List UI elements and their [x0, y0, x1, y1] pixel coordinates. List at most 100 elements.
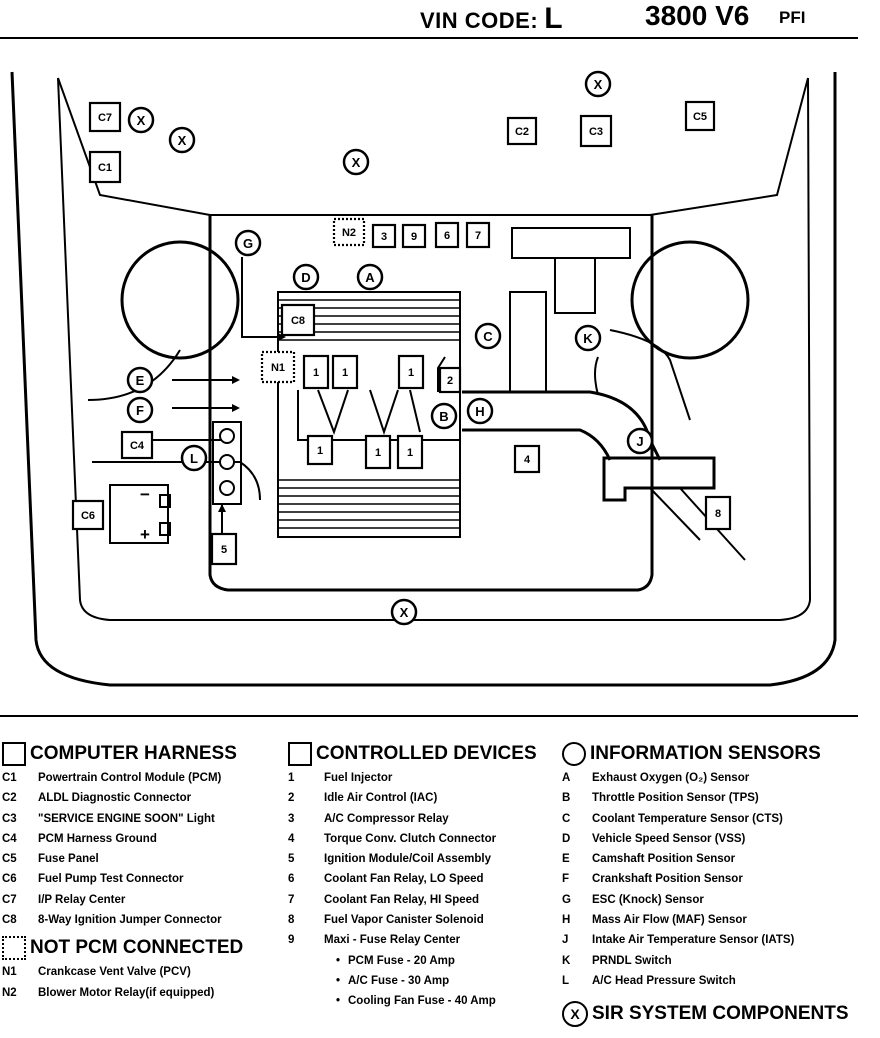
legend-text: ALDL Diagnostic Connector: [38, 792, 192, 805]
fuel-label: PFI: [779, 8, 806, 27]
legend-text: Blower Motor Relay(if equipped): [38, 986, 215, 999]
legend-key: 5: [288, 853, 295, 866]
sensor-label: L: [190, 451, 198, 466]
sensor-marker: A: [356, 263, 384, 291]
component-box: 2: [438, 366, 462, 394]
page-header: VIN CODE:L 3800 V6 PFI: [0, 0, 880, 38]
component-box: 1: [302, 354, 330, 390]
component-label: C7: [98, 112, 112, 124]
legend-title: CONTROLLED DEVICES: [288, 742, 537, 766]
sensor-label: D: [301, 270, 310, 285]
legend-item: •Cooling Fan Fuse - 40 Amp: [288, 991, 537, 1011]
square-icon: [288, 742, 312, 766]
component-label: 3: [381, 231, 387, 243]
sensor-label: K: [583, 331, 593, 346]
sensor-label: J: [636, 434, 643, 449]
sensor-label: G: [243, 236, 253, 251]
component-box: 9: [401, 223, 427, 249]
component-label: 5: [221, 544, 227, 556]
sensor-label: C: [483, 329, 493, 344]
component-box: 4: [513, 444, 541, 474]
sensor-label: E: [136, 373, 145, 388]
legend-text: A/C Fuse - 30 Amp: [348, 974, 450, 987]
component-label: C2: [515, 126, 529, 138]
legend-key: 7: [288, 893, 295, 906]
component-box: N1: [260, 350, 296, 384]
legend-text: Throttle Position Sensor (TPS): [592, 792, 759, 805]
legend-key: •: [335, 995, 340, 1008]
sensor-marker: X: [390, 598, 418, 626]
component-label: 7: [475, 230, 481, 242]
legend-item: 9 Maxi - Fuse Relay Center: [288, 930, 537, 950]
component-label: 1: [342, 367, 348, 379]
component-box: C2: [506, 116, 538, 146]
legend-key: C2: [2, 792, 17, 805]
legend-text: Camshaft Position Sensor: [592, 853, 736, 866]
legend-text: Fuel Vapor Canister Solenoid: [324, 914, 484, 927]
legend-key: 9: [288, 934, 295, 947]
square-icon: [2, 742, 26, 766]
legend-text: ESC (Knock) Sensor: [592, 893, 704, 906]
legend-text: "SERVICE ENGINE SOON" Light: [38, 812, 215, 825]
component-box: 3: [371, 223, 397, 249]
sensor-label: X: [400, 605, 409, 620]
legend-text: PCM Fuse - 20 Amp: [348, 954, 455, 967]
legend-text: Powertrain Control Module (PCM): [38, 772, 222, 784]
x-circle-icon: X: [562, 1001, 588, 1028]
component-box: C3: [579, 114, 613, 148]
legend-text: I/P Relay Center: [38, 893, 126, 906]
legend-key: G: [562, 893, 571, 906]
legend-text: Mass Air Flow (MAF) Sensor: [592, 914, 747, 927]
sensor-marker: X: [342, 148, 370, 176]
component-box: 5: [210, 532, 238, 566]
right-strut-tower: [630, 240, 750, 360]
component-label: 1: [408, 367, 414, 379]
component-box: 8: [704, 495, 732, 531]
component-box: C8: [280, 303, 316, 337]
legend-key: •: [335, 974, 340, 987]
sensor-label: F: [136, 403, 144, 418]
sensor-marker: C: [474, 322, 502, 350]
sensor-marker: H: [466, 397, 494, 425]
engine-label: 3800 V6: [645, 0, 750, 31]
component-box: C5: [684, 100, 716, 132]
body-outline: [10, 71, 837, 687]
sensor-marker: D: [292, 263, 320, 291]
legend-title: COMPUTER HARNESS: [2, 742, 243, 766]
sensor-marker: E: [126, 366, 154, 394]
legend-key: N1: [2, 966, 17, 979]
component-label: 1: [407, 447, 413, 459]
legend-text: Maxi - Fuse Relay Center: [324, 934, 461, 947]
legend-key: 2: [288, 792, 295, 805]
sensor-marker: F: [126, 396, 154, 424]
legend-item: C7 I/P Relay Center: [2, 890, 243, 910]
component-label: N1: [271, 362, 285, 374]
legend-key: C7: [2, 893, 17, 906]
legend-text: Exhaust Oxygen (O₂) Sensor: [592, 772, 750, 784]
component-label: N2: [342, 227, 356, 239]
legend-key: 6: [288, 873, 295, 886]
legend-key: •: [335, 954, 340, 967]
component-box: 1: [364, 434, 392, 470]
legend-key: 8: [288, 914, 295, 927]
component-box: N2: [332, 217, 366, 247]
legend-key: C6: [2, 873, 17, 886]
component-box: C4: [120, 430, 154, 460]
sensor-marker: K: [574, 324, 602, 352]
legend-text: 8-Way Ignition Jumper Connector: [38, 914, 222, 927]
component-box: 1: [331, 354, 359, 390]
legend-key: D: [562, 832, 571, 845]
legend-text: Coolant Fan Relay, LO Speed: [324, 873, 484, 886]
sensor-label: B: [439, 409, 448, 424]
legend-text: PRNDL Switch: [592, 954, 672, 967]
component-box: 1: [397, 354, 425, 390]
sensor-label: H: [475, 404, 484, 419]
